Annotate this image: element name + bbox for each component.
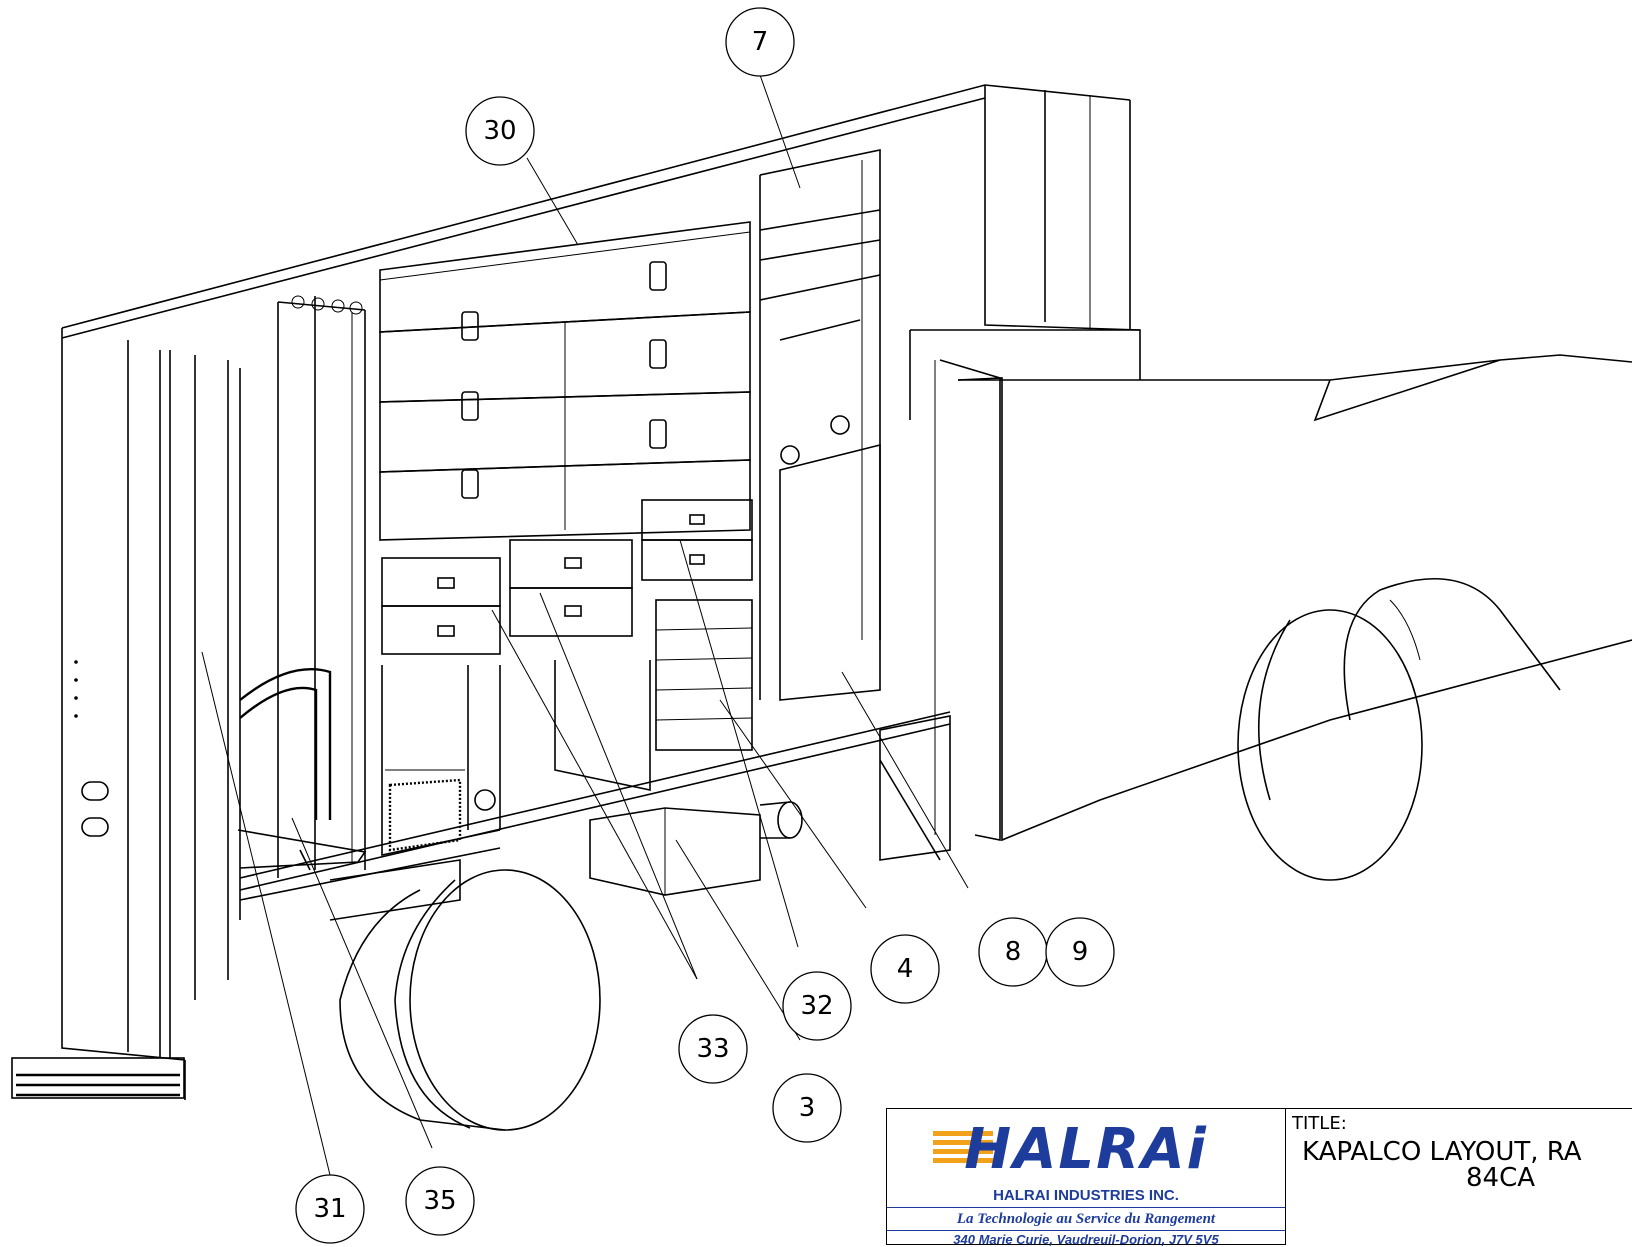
balloon-8: 8 bbox=[978, 917, 1048, 987]
balloon-4-label: 4 bbox=[897, 954, 914, 984]
balloon-3: 3 bbox=[772, 1073, 842, 1143]
balloon-callouts: 7 30 8 9 4 32 33 3 bbox=[295, 7, 1115, 1244]
balloon-30: 30 bbox=[465, 96, 535, 166]
balloon-35-label: 35 bbox=[423, 1186, 456, 1216]
company-logo: HALRAi bbox=[964, 1117, 1208, 1182]
drawing-title-model: 84CA bbox=[1466, 1163, 1536, 1193]
balloon-35: 35 bbox=[405, 1166, 475, 1236]
balloon-9-label: 9 bbox=[1072, 937, 1089, 967]
leader-lines bbox=[201, 74, 969, 1176]
balloon-7-label: 7 bbox=[752, 27, 769, 57]
rear-wheels bbox=[339, 869, 601, 1131]
lower-drawers bbox=[381, 499, 753, 751]
company-tagline: La Technologie au Service du Rangement bbox=[887, 1207, 1285, 1231]
rear-frame bbox=[11, 328, 241, 1100]
balloon-33: 33 bbox=[678, 1014, 748, 1084]
roof-rail bbox=[61, 84, 1141, 841]
title-block: HALRAi HALRAI INDUSTRIES INC. La Technol… bbox=[886, 1108, 1632, 1247]
balloon-9: 9 bbox=[1045, 917, 1115, 987]
floor-chassis bbox=[237, 668, 951, 921]
company-logo-box: HALRAi HALRAI INDUSTRIES INC. La Technol… bbox=[886, 1108, 1286, 1247]
balloon-31: 31 bbox=[295, 1174, 365, 1244]
upper-right-shelving bbox=[759, 149, 881, 700]
balloon-32: 32 bbox=[782, 971, 852, 1041]
upper-cabinet bbox=[379, 221, 751, 541]
truck-cab bbox=[957, 354, 1632, 881]
balloon-7: 7 bbox=[725, 7, 795, 77]
company-address: 340 Marie Curie, Vaudreuil-Dorion, J7V 5… bbox=[953, 1232, 1219, 1247]
logo-speed-stripes bbox=[933, 1131, 993, 1175]
title-label: TITLE: bbox=[1292, 1113, 1347, 1134]
balloon-32-label: 32 bbox=[800, 991, 833, 1021]
balloon-30-label: 30 bbox=[483, 116, 516, 146]
balloon-3-label: 3 bbox=[799, 1093, 816, 1123]
balloon-33-label: 33 bbox=[696, 1034, 729, 1064]
balloon-4: 4 bbox=[870, 934, 940, 1004]
left-upright bbox=[277, 295, 366, 878]
drawing-title-box: TITLE: KAPALCO LAYOUT, RA 84CA bbox=[1286, 1108, 1632, 1245]
drawing-title: KAPALCO LAYOUT, RA bbox=[1302, 1137, 1582, 1167]
tank-unit bbox=[779, 415, 881, 701]
balloon-31-label: 31 bbox=[313, 1194, 346, 1224]
balloon-8-label: 8 bbox=[1005, 937, 1022, 967]
company-name: HALRAI INDUSTRIES INC. bbox=[993, 1187, 1179, 1204]
